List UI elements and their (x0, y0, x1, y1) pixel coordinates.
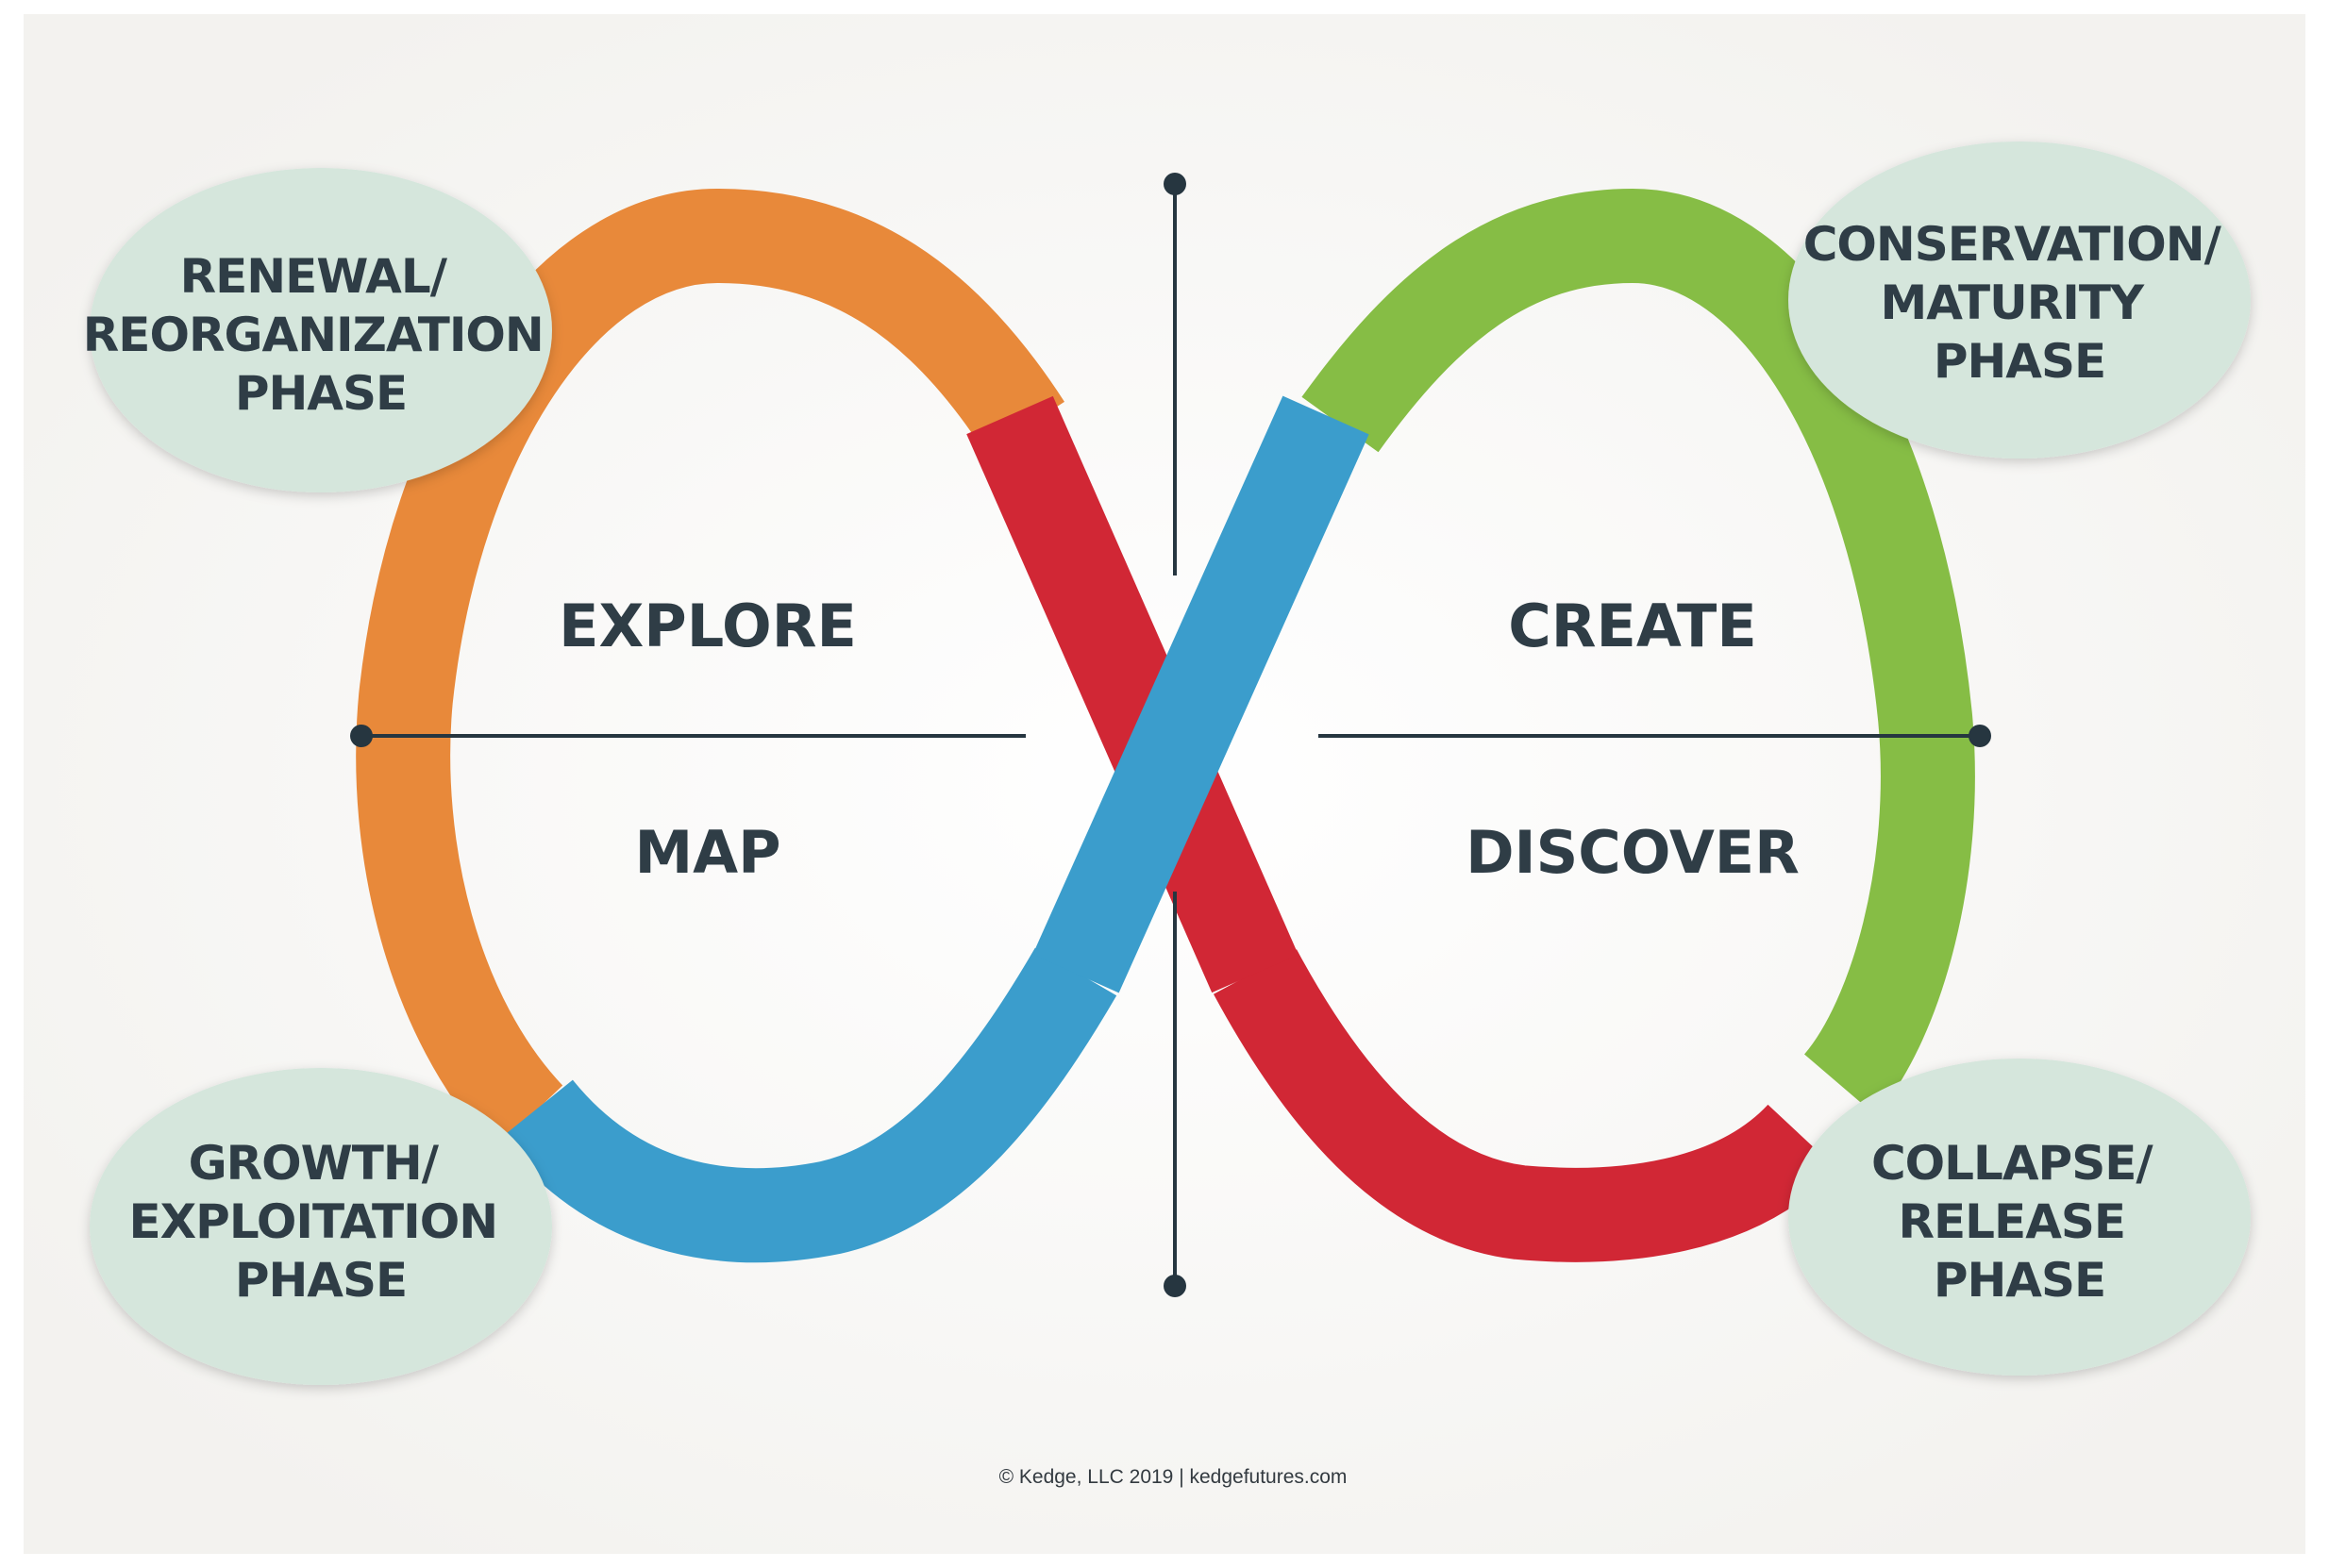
phase-renewal-line-1: RENEWAL/ (180, 249, 448, 304)
quadrant-discover-label: DISCOVER (1466, 818, 1800, 887)
phase-renewal-text: RENEWAL/ REORGANIZATION PHASE (83, 249, 559, 421)
phase-bubble-growth-shape (90, 1068, 552, 1385)
loop-blue-diagonal (1032, 395, 1369, 993)
quadrant-map-label: MAP (634, 818, 780, 887)
phase-collapse-line-2: RELEASE (1899, 1194, 2126, 1249)
phase-collapse-line-3: PHASE (1934, 1253, 2105, 1308)
axis-endpoint-left (350, 725, 373, 747)
phase-bubble-renewal: RENEWAL/ REORGANIZATION PHASE (83, 168, 559, 492)
phase-bubble-collapse: COLLAPSE/ RELEASE PHASE (1788, 1059, 2251, 1376)
phase-conservation-text: CONSERVATION/ MATURITY PHASE (1803, 217, 2237, 389)
phase-bubble-growth: GROWTH/ EXPLOITATION PHASE (90, 1068, 552, 1385)
quadrant-create-label: CREATE (1508, 592, 1756, 660)
phase-bubble-renewal-shape (90, 168, 552, 492)
phase-renewal-line-3: PHASE (235, 366, 407, 421)
loop-red-bottom-segment (1213, 949, 1837, 1262)
loop-red-diagonal (966, 395, 1299, 993)
phase-growth-line-3: PHASE (235, 1253, 407, 1308)
phase-conservation-line-1: CONSERVATION/ (1803, 217, 2222, 272)
axis-endpoint-right (1969, 725, 1991, 747)
phase-bubble-collapse-shape (1788, 1059, 2251, 1376)
loop-blue-bottom-segment (499, 947, 1117, 1263)
phase-conservation-line-2: MATURITY (1880, 275, 2144, 330)
phase-renewal-line-2: REORGANIZATION (83, 308, 544, 362)
phase-growth-line-1: GROWTH/ (189, 1136, 440, 1191)
quadrant-explore-label: EXPLORE (559, 592, 857, 660)
axis-endpoint-top (1164, 173, 1186, 195)
axes (363, 184, 1979, 1286)
phase-growth-text: GROWTH/ EXPLOITATION PHASE (128, 1136, 512, 1308)
phase-growth-line-2: EXPLOITATION (128, 1194, 497, 1249)
phase-bubble-conservation: CONSERVATION/ MATURITY PHASE (1788, 142, 2251, 459)
phase-collapse-text: COLLAPSE/ RELEASE PHASE (1871, 1136, 2168, 1308)
phase-conservation-line-3: PHASE (1934, 334, 2105, 389)
axis-endpoints (350, 173, 1991, 1297)
axis-endpoint-bottom (1164, 1275, 1186, 1297)
phase-bubble-conservation-shape (1788, 142, 2251, 459)
copyright-footer: © Kedge, LLC 2019 | kedgefutures.com (999, 1466, 1348, 1488)
phase-collapse-line-1: COLLAPSE/ (1871, 1136, 2153, 1191)
